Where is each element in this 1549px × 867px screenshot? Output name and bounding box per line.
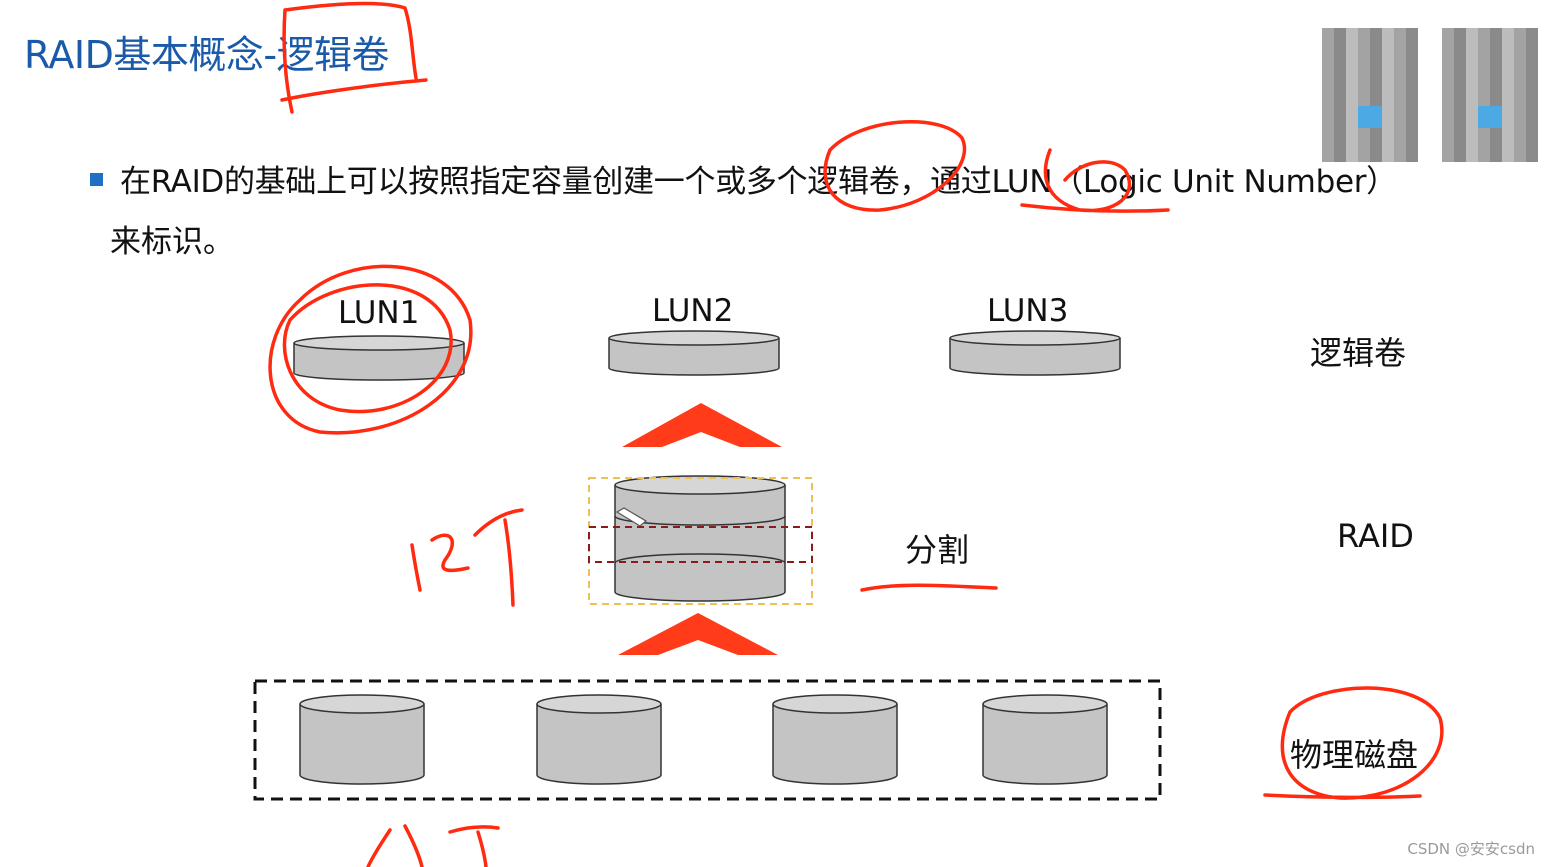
participant-thumbnail bbox=[1322, 28, 1418, 162]
up-arrow-bottom bbox=[618, 613, 778, 655]
bullet-square-icon bbox=[90, 173, 103, 186]
annotation-circle-physical-disk bbox=[1263, 686, 1444, 800]
up-arrow-top bbox=[622, 403, 782, 447]
lun3-label: LUN3 bbox=[987, 293, 1069, 329]
physical-disk-3 bbox=[772, 694, 898, 785]
lun3-disk bbox=[949, 330, 1121, 376]
bullet-text-line2: 来标识。 bbox=[110, 224, 234, 260]
raid-dashed-box-outer bbox=[588, 477, 813, 605]
annotation-circle-lun bbox=[1020, 148, 1170, 213]
cursor-icon bbox=[615, 507, 648, 527]
lun1-disk bbox=[293, 335, 465, 381]
participant-thumbnail bbox=[1442, 28, 1538, 162]
physical-disk-2 bbox=[536, 694, 662, 785]
logical-volume-label: 逻辑卷 bbox=[1310, 334, 1407, 372]
annotation-handwriting-12t bbox=[410, 508, 524, 607]
physical-disks-box bbox=[253, 679, 1162, 801]
physical-disk-4 bbox=[982, 694, 1108, 785]
bullet-text-line1: 在RAID的基础上可以按照指定容量创建一个或多个逻辑卷，通过LUN（Logic … bbox=[120, 164, 1397, 200]
watermark: CSDN @安安csdn bbox=[1407, 840, 1535, 858]
raid-cylinder bbox=[614, 475, 786, 602]
split-label: 分割 bbox=[905, 531, 970, 569]
annotation-circle-lun1 bbox=[268, 264, 473, 435]
physical-disk-1 bbox=[299, 694, 425, 785]
page-title: RAID基本概念-逻辑卷 bbox=[24, 33, 390, 77]
annotation-box-title bbox=[280, 1, 428, 114]
annotation-handwriting-4t bbox=[366, 824, 500, 867]
annotation-underline-split bbox=[860, 583, 998, 592]
lun2-label: LUN2 bbox=[652, 293, 734, 329]
physical-disk-label: 物理磁盘 bbox=[1290, 736, 1419, 774]
raid-label: RAID bbox=[1337, 517, 1414, 555]
lun2-disk bbox=[608, 330, 780, 376]
annotation-circle-logical-volume bbox=[823, 120, 967, 212]
raid-dashed-box-split bbox=[588, 526, 813, 563]
lun1-label: LUN1 bbox=[338, 295, 420, 331]
